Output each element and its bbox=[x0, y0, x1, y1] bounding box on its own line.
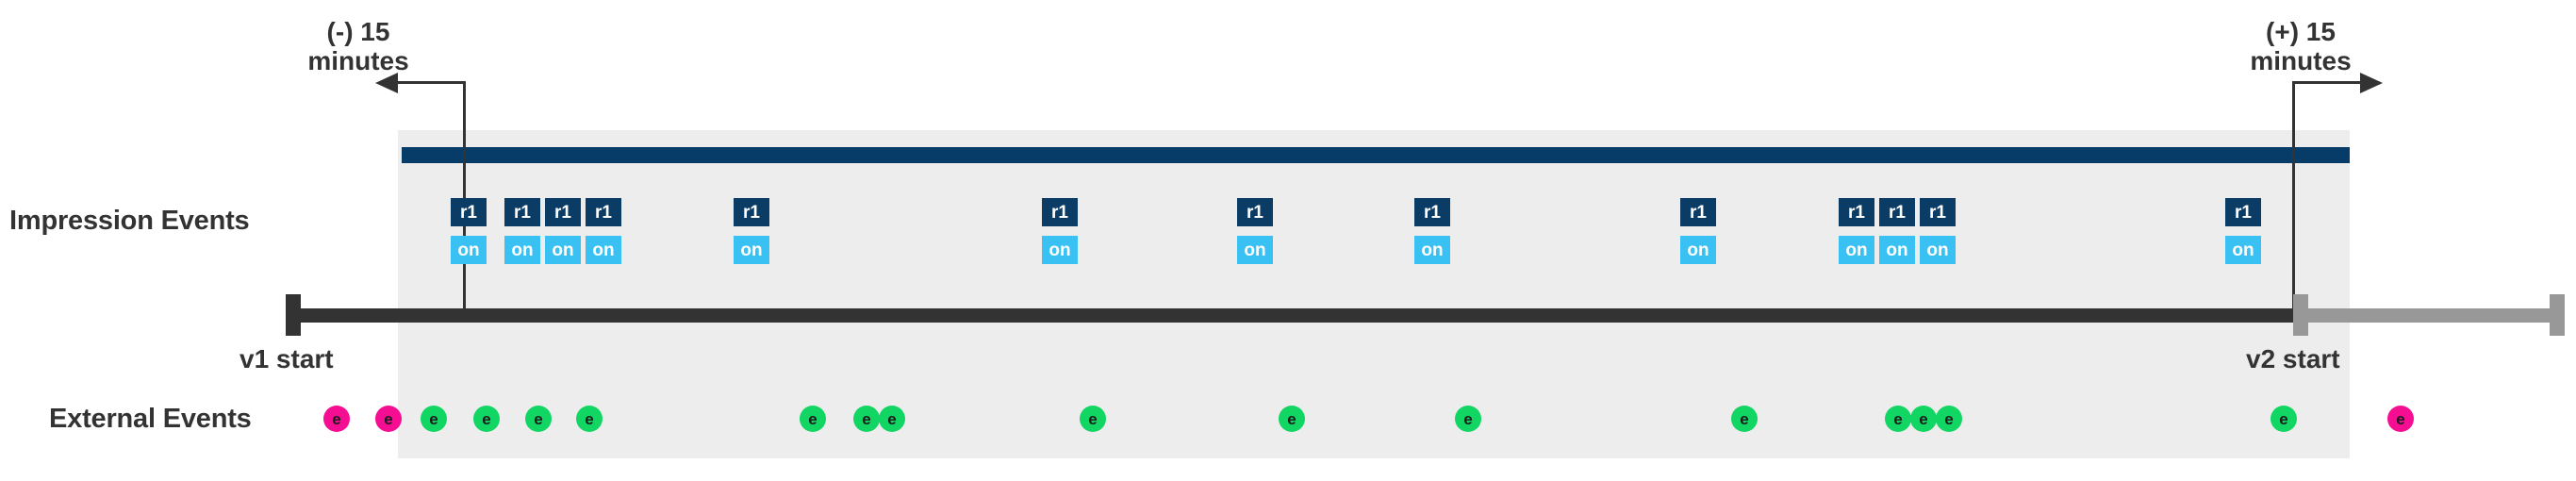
external-event-dot: e bbox=[1731, 406, 1758, 432]
impression-chip-version: r1 bbox=[1042, 198, 1078, 226]
external-event-dot: e bbox=[1279, 406, 1305, 432]
arrow-left-icon bbox=[375, 73, 398, 93]
external-event-dot: e bbox=[1910, 406, 1937, 432]
timeline-bar-v2 bbox=[2293, 308, 2565, 323]
timeline-label-v2-start: v2 start bbox=[2246, 344, 2340, 373]
impression-chip-version: r1 bbox=[451, 198, 487, 226]
external-event-dot: e bbox=[323, 406, 350, 432]
impression-chip-version: r1 bbox=[1879, 198, 1915, 226]
timeline-cap-v2-end bbox=[2550, 294, 2565, 336]
impression-chip-version: r1 bbox=[734, 198, 769, 226]
external-event-dot: e bbox=[1936, 406, 1962, 432]
callout-left-stem bbox=[394, 81, 466, 84]
impression-chip-version: r1 bbox=[2225, 198, 2261, 226]
row-label-external-events: External Events bbox=[49, 404, 252, 434]
external-event-dot: e bbox=[375, 406, 402, 432]
impression-chip-state: on bbox=[1879, 236, 1915, 264]
attribution-window-band bbox=[398, 130, 2350, 458]
external-event-dot: e bbox=[525, 406, 552, 432]
external-event-dot: e bbox=[2271, 406, 2297, 432]
row-label-impression-events: Impression Events bbox=[9, 206, 250, 236]
boundary-guide-right bbox=[2292, 81, 2295, 319]
impression-chip-state: on bbox=[451, 236, 487, 264]
version-bar bbox=[402, 147, 2350, 163]
impression-chip-version: r1 bbox=[1920, 198, 1956, 226]
impression-chip-state: on bbox=[586, 236, 621, 264]
callout-right-stem bbox=[2292, 81, 2364, 84]
timeline-cap-v2-start bbox=[2293, 294, 2308, 336]
impression-chip-version: r1 bbox=[1839, 198, 1874, 226]
external-event-dot: e bbox=[879, 406, 905, 432]
external-event-dot: e bbox=[576, 406, 603, 432]
impression-chip-state: on bbox=[734, 236, 769, 264]
impression-chip-state: on bbox=[1920, 236, 1956, 264]
impression-chip-state: on bbox=[1839, 236, 1874, 264]
external-event-dot: e bbox=[853, 406, 880, 432]
callout-plus-15-minutes: (+) 15 minutes bbox=[2250, 17, 2352, 76]
timeline-cap-v1-start bbox=[286, 294, 301, 336]
timeline-label-v1-start: v1 start bbox=[239, 344, 334, 373]
impression-chip-version: r1 bbox=[1237, 198, 1273, 226]
callout-minus-15-minutes: (-) 15 minutes bbox=[307, 17, 409, 76]
external-event-dot: e bbox=[1455, 406, 1481, 432]
impression-chip-state: on bbox=[1680, 236, 1716, 264]
external-event-dot: e bbox=[421, 406, 447, 432]
impression-chip-version: r1 bbox=[586, 198, 621, 226]
external-event-dot: e bbox=[1885, 406, 1911, 432]
impression-chip-state: on bbox=[1414, 236, 1450, 264]
impression-chip-version: r1 bbox=[1414, 198, 1450, 226]
impression-chip-state: on bbox=[2225, 236, 2261, 264]
external-event-dot: e bbox=[2387, 406, 2414, 432]
arrow-right-icon bbox=[2360, 73, 2383, 93]
impression-chip-version: r1 bbox=[545, 198, 581, 226]
impression-chip-state: on bbox=[1237, 236, 1273, 264]
external-event-dot: e bbox=[1080, 406, 1106, 432]
impression-chip-version: r1 bbox=[1680, 198, 1716, 226]
external-event-dot: e bbox=[473, 406, 500, 432]
external-event-dot: e bbox=[800, 406, 826, 432]
timeline-bar-v1 bbox=[286, 308, 2293, 323]
impression-chip-state: on bbox=[504, 236, 540, 264]
impression-chip-state: on bbox=[1042, 236, 1078, 264]
impression-chip-version: r1 bbox=[504, 198, 540, 226]
impression-chip-state: on bbox=[545, 236, 581, 264]
